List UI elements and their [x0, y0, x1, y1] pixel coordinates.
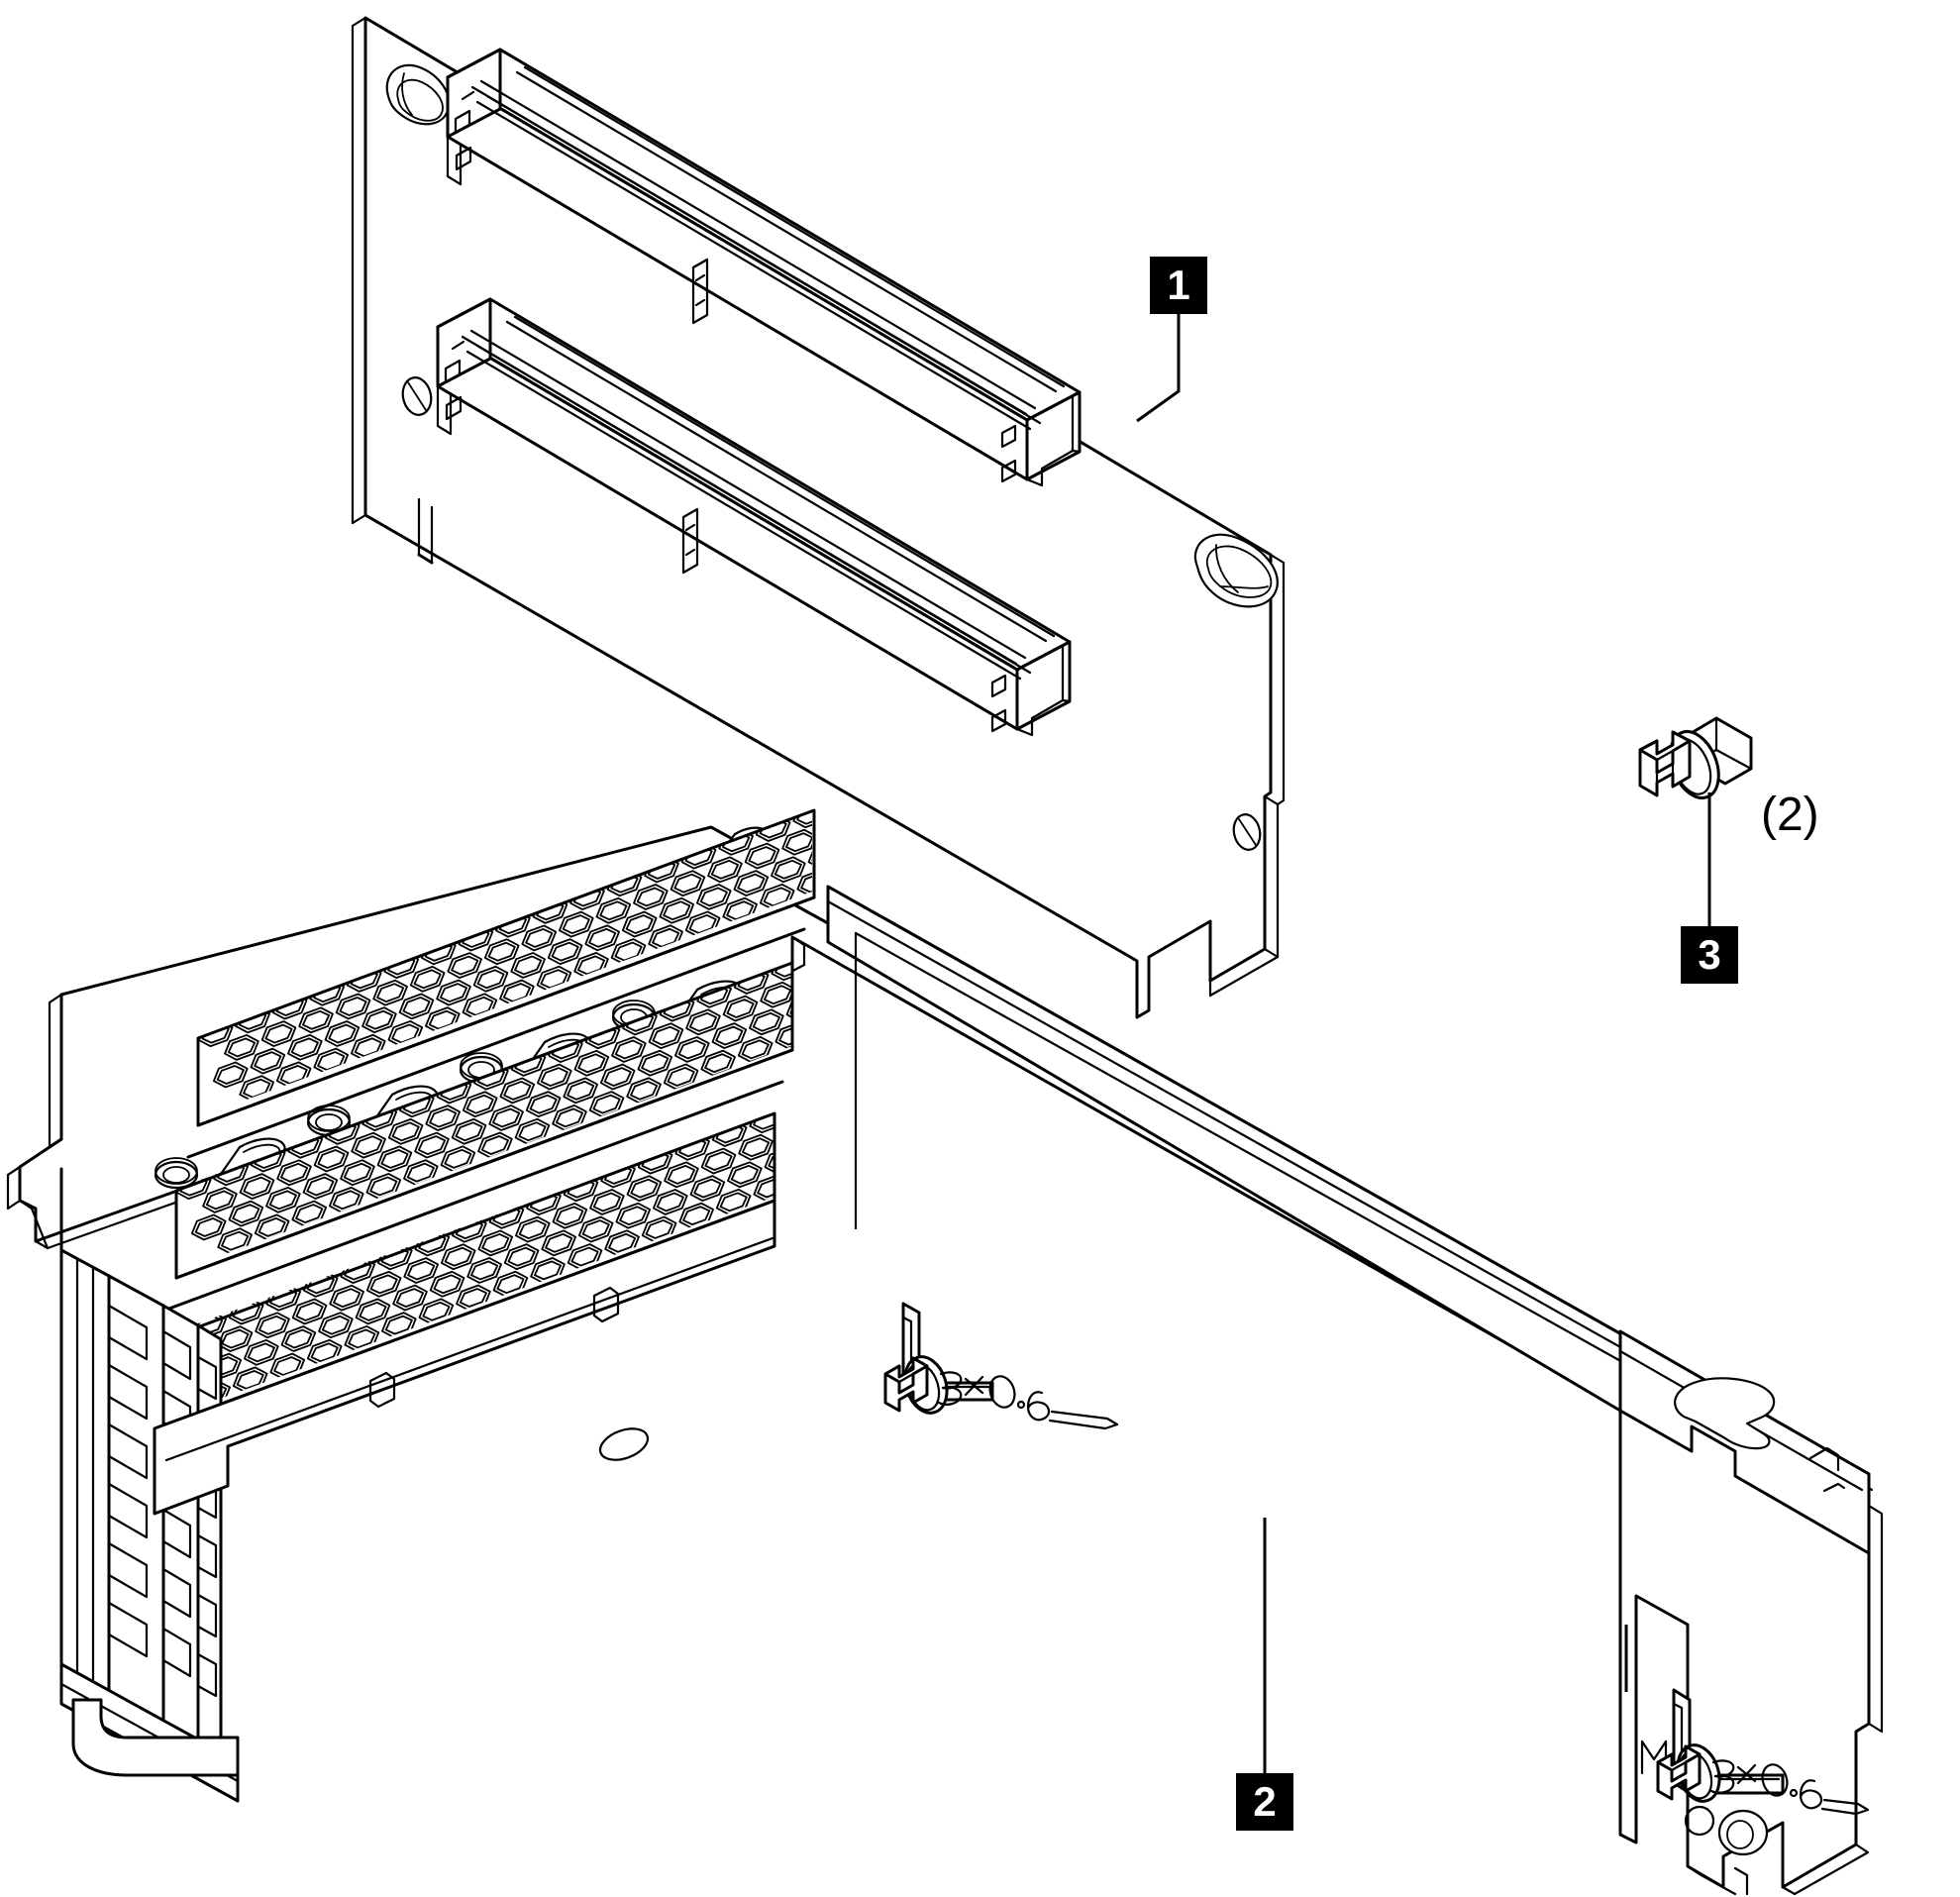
screw-thread-spec-lower-glyphs [1709, 1759, 1870, 1816]
honeycomb-vent-mesh [153, 808, 816, 1430]
teardrop-hole-right [1193, 533, 1279, 608]
mounting-hole-left [401, 376, 433, 416]
keyhole-slot [1674, 1377, 1776, 1450]
pcie-slot-upper [446, 48, 1082, 487]
callout-3-screw[interactable]: 3 [1681, 926, 1738, 984]
captive-thumbscrew-lower [1640, 1688, 1870, 1856]
card-guide-fingers [59, 1248, 223, 1757]
pcie-riser-card [351, 16, 1286, 1019]
mounting-hole-right [1232, 813, 1262, 851]
captive-thumbscrew-upper [883, 1302, 1119, 1430]
torx-flange-screw [1638, 716, 1753, 799]
callout-2-riser-cage[interactable]: 2 [1236, 1773, 1293, 1831]
screw-thread-spec-upper-glyphs [937, 1371, 1119, 1430]
screw-quantity-label: (2) [1761, 789, 1819, 841]
pcie-slot-lower [436, 297, 1072, 737]
callout-1-riser-card[interactable]: 1 [1150, 257, 1207, 314]
pcie-riser-cage [6, 808, 1884, 1896]
callout-leader-lines [1136, 314, 1711, 1773]
